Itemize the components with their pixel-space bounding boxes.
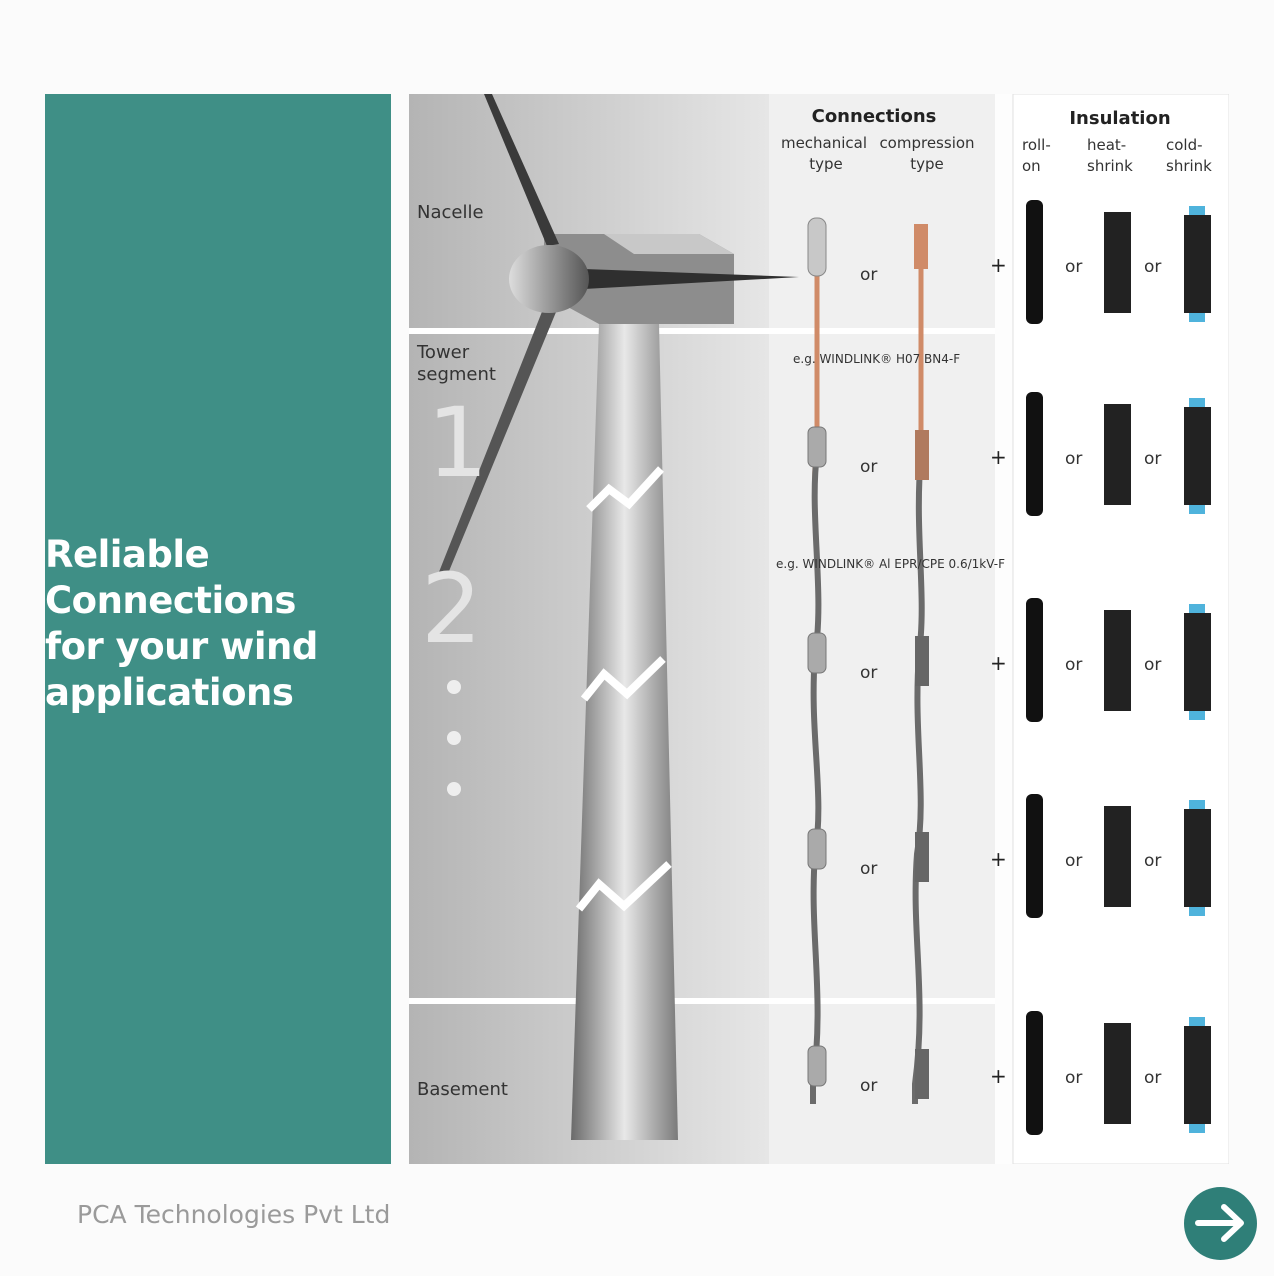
roll-on-sleeve: [1026, 794, 1043, 918]
roll-on-sleeve: [1026, 1011, 1043, 1135]
plus-sign: +: [990, 651, 1007, 675]
or-text: or: [1144, 655, 1161, 675]
roll-on-label: roll-: [1022, 136, 1051, 154]
heat-shrink-sleeve: [1104, 404, 1131, 505]
or-text: or: [1144, 449, 1161, 469]
hub: [509, 245, 589, 313]
or-text: or: [1065, 1068, 1082, 1088]
mechanical-connector: [807, 426, 827, 468]
compression-connector: [915, 1049, 929, 1099]
or-text: or: [860, 457, 877, 477]
or-text: or: [1144, 851, 1161, 871]
heat-shrink-sleeve: [1104, 1023, 1131, 1124]
blade: [584, 269, 799, 289]
cable-label: e.g. WINDLINK® H07 BN4-F: [793, 352, 960, 366]
label-tower: Tower: [416, 342, 470, 363]
company-name: PCA Technologies Pvt Ltd: [77, 1200, 391, 1229]
compression-label: compression: [879, 134, 974, 152]
next-button[interactable]: [1184, 1187, 1257, 1260]
segment-number: 1: [427, 387, 488, 499]
arrow-right-icon: [1195, 1204, 1244, 1242]
cold-shrink-sleeve: [1184, 407, 1211, 505]
compression-label: type: [910, 155, 944, 173]
cold-shrink-sleeve: [1184, 215, 1211, 313]
headline-line: Connections: [45, 579, 296, 622]
teal-panel: [45, 94, 391, 1164]
mechanical-label: type: [809, 155, 843, 173]
or-text: or: [860, 1076, 877, 1096]
roll-on-sleeve: [1026, 598, 1043, 722]
heat-shrink-sleeve: [1104, 610, 1131, 711]
or-text: or: [860, 859, 877, 879]
headline-line: for your wind: [45, 625, 318, 668]
label-nacelle: Nacelle: [417, 202, 484, 223]
or-text: or: [1065, 851, 1082, 871]
segment-number: 2: [421, 553, 482, 665]
or-text: or: [1065, 655, 1082, 675]
compression-lug: [914, 224, 928, 269]
cold-shrink-sleeve: [1184, 1026, 1211, 1124]
blade: [484, 94, 559, 246]
compression-connector: [915, 636, 929, 686]
or-text: or: [1065, 257, 1082, 277]
tower: [571, 324, 678, 1140]
wind-turbine-cable-diagram: Nacelle Tower segment Basement 1 2 Conne…: [409, 94, 1229, 1164]
heat-shrink-label: shrink: [1087, 157, 1133, 175]
connections-title: Connections: [812, 106, 937, 127]
compression-connector: [915, 430, 929, 480]
section-divider: [409, 328, 995, 334]
or-text: or: [860, 265, 877, 285]
or-text: or: [1144, 257, 1161, 277]
cold-shrink-sleeve: [1184, 613, 1211, 711]
mechanical-connector: [807, 1045, 827, 1087]
cold-shrink-label: shrink: [1166, 157, 1212, 175]
plus-sign: +: [990, 847, 1007, 871]
mechanical-lug: [807, 217, 827, 277]
mechanical-label: mechanical: [781, 134, 867, 152]
headline: Reliable Connections for your wind appli…: [45, 532, 318, 716]
plus-sign: +: [990, 445, 1007, 469]
insulation-title: Insulation: [1069, 108, 1170, 129]
headline-line: applications: [45, 671, 294, 714]
heat-shrink-label: heat-: [1087, 136, 1126, 154]
cold-shrink-label: cold-: [1166, 136, 1203, 154]
cable-label: e.g. WINDLINK® Al EPR/CPE 0.6/1kV-F: [776, 557, 1005, 571]
or-text: or: [1144, 1068, 1161, 1088]
cold-shrink-sleeve: [1184, 809, 1211, 907]
plus-sign: +: [990, 1064, 1007, 1088]
section-divider: [409, 998, 995, 1004]
mechanical-connector: [807, 632, 827, 674]
compression-connector: [915, 832, 929, 882]
label-basement: Basement: [417, 1079, 508, 1100]
roll-on-sleeve: [1026, 392, 1043, 516]
headline-line: Reliable: [45, 533, 210, 576]
mechanical-connector: [807, 828, 827, 870]
heat-shrink-sleeve: [1104, 806, 1131, 907]
or-text: or: [860, 663, 877, 683]
plus-sign: +: [990, 253, 1007, 277]
roll-on-label: on: [1022, 157, 1041, 175]
roll-on-sleeve: [1026, 200, 1043, 324]
or-text: or: [1065, 449, 1082, 469]
heat-shrink-sleeve: [1104, 212, 1131, 313]
label-segment: segment: [417, 364, 496, 385]
blade: [439, 294, 561, 576]
